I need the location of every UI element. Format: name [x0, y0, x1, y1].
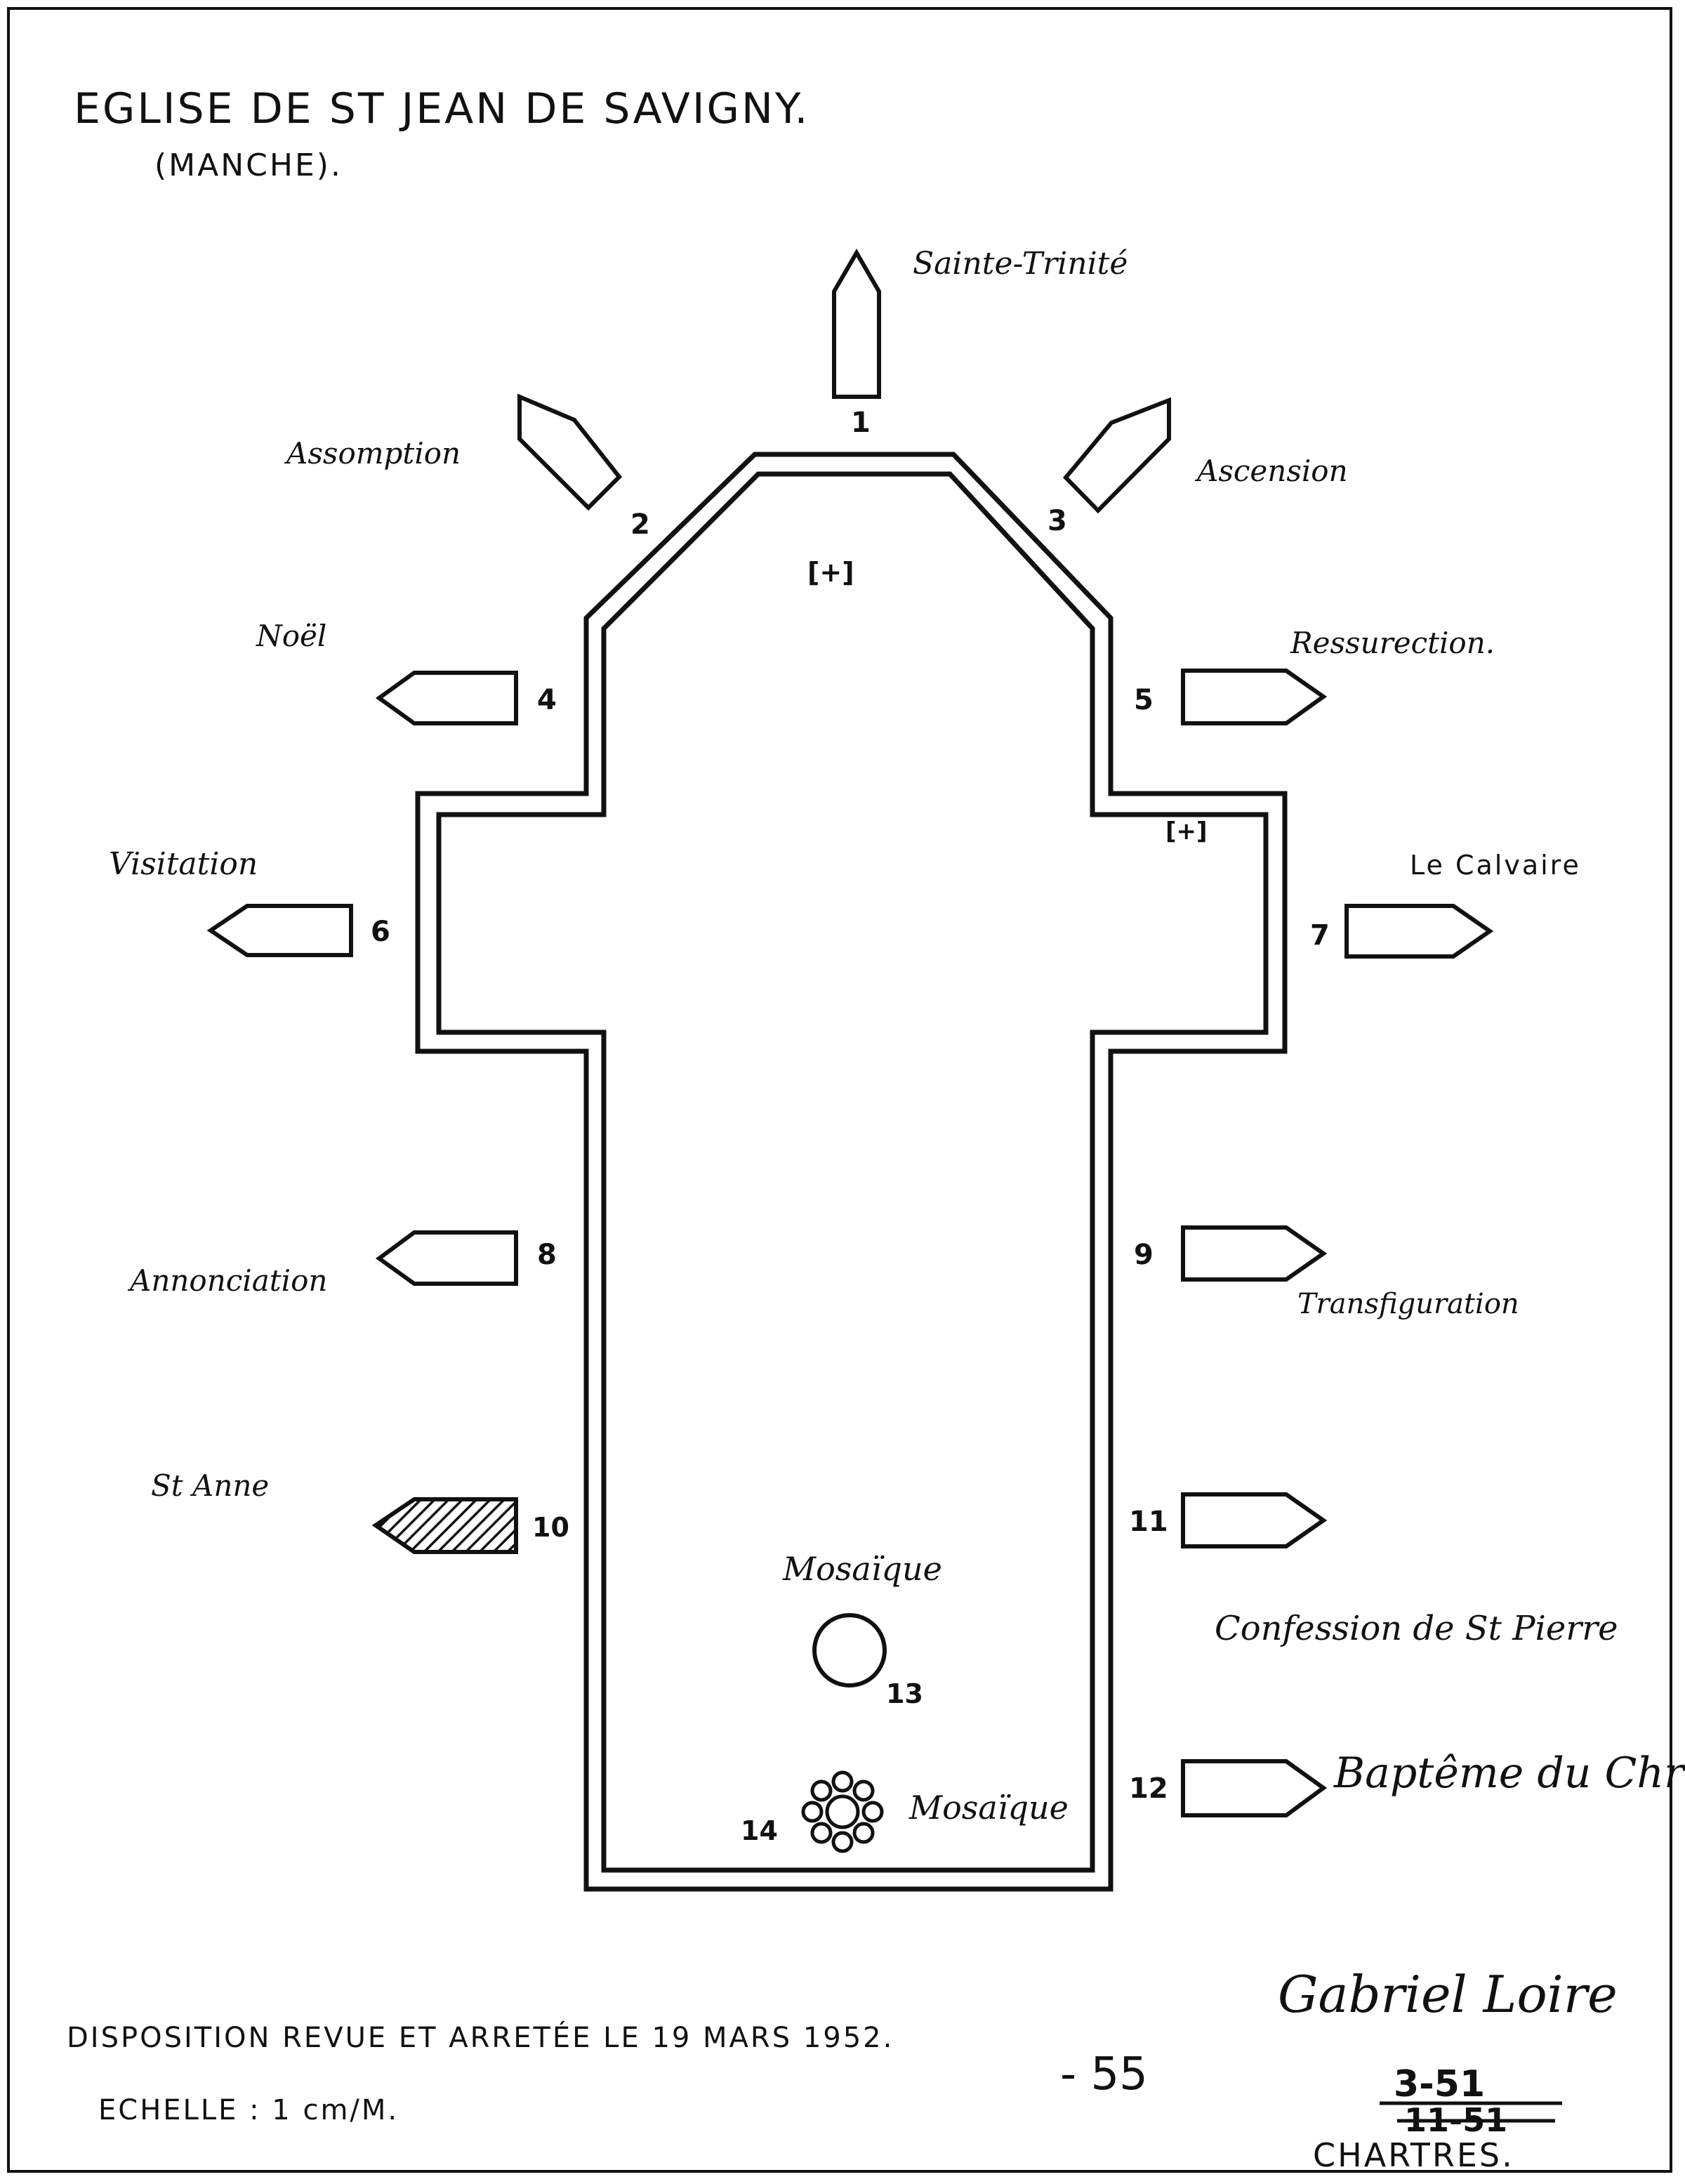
window-2-number: 2 — [630, 508, 650, 541]
footer-ref-top: 3-51 — [1394, 2063, 1485, 2105]
window-8: 8 Annonciation — [127, 1230, 557, 1298]
window-1-label: Sainte-Trinité — [913, 246, 1128, 282]
mosaic-13-circle — [812, 1613, 887, 1688]
window-6-label: Visitation — [109, 846, 258, 882]
mosaic-14 — [801, 1770, 884, 1853]
svg-text:[+]: [+] — [1165, 817, 1208, 846]
window-3-shape — [1062, 397, 1171, 514]
window-2-label: Assomption — [284, 436, 461, 471]
mosaic-14-number: 14 — [741, 1815, 778, 1846]
window-4-number: 4 — [537, 684, 557, 716]
footer-page-number: - 55 — [1060, 2048, 1148, 2100]
sheet-border — [7, 7, 1672, 2173]
mosaic-13: 13 Mosaïque — [782, 1550, 942, 1709]
mosaic-13-number: 13 — [886, 1678, 923, 1709]
window-5-number: 5 — [1134, 684, 1154, 716]
window-8-shape — [375, 1230, 518, 1286]
window-11-number: 11 — [1129, 1506, 1168, 1538]
footer-signature: Gabriel Loire — [1278, 1965, 1618, 2024]
window-10: 10 St Anne — [151, 1468, 569, 1554]
window-5: 5 Ressurection. — [1134, 626, 1495, 725]
window-8-number: 8 — [537, 1239, 557, 1271]
window-12: 12 Baptême du Christ — [1129, 1749, 1685, 1817]
mosaic-14-center — [825, 1794, 860, 1829]
title-line1: EGLISE DE ST JEAN DE SAVIGNY. — [74, 84, 810, 133]
mosaic-13-label: Mosaïque — [782, 1550, 942, 1588]
window-5-shape — [1181, 669, 1328, 725]
window-4-label: Noël — [256, 619, 326, 653]
window-1: 1 Sainte-Trinité — [832, 246, 1128, 439]
svg-text:[+]: [+] — [807, 557, 854, 588]
altar-mark-choir: [+] — [807, 557, 854, 588]
window-7: 7 Le Calvaire — [1310, 850, 1581, 959]
footer-city: CHARTRES. — [1313, 2136, 1514, 2174]
church-outline — [415, 452, 1288, 1892]
window-6-shape — [206, 904, 353, 957]
mosaic-14-label: Mosaïque — [908, 1789, 1069, 1827]
footer-disposition: DISPOSITION REVUE ET ARRETÉE LE 19 MARS … — [67, 2020, 894, 2054]
window-3-number: 3 — [1048, 505, 1067, 537]
window-10-label: St Anne — [151, 1468, 269, 1503]
window-2: 2 Assomption — [284, 393, 650, 541]
window-11: 11 Confession de St Pierre — [1129, 1492, 1618, 1648]
window-3-label: Ascension — [1194, 454, 1348, 488]
window-11-shape — [1181, 1492, 1328, 1548]
window-12-number: 12 — [1129, 1772, 1168, 1805]
window-9-shape — [1181, 1225, 1328, 1282]
window-6: 6 Visitation — [109, 846, 390, 957]
window-9-label: Transfiguration — [1297, 1288, 1519, 1320]
window-8-label: Annonciation — [127, 1263, 327, 1298]
title-line2: (MANCHE). — [154, 147, 343, 183]
altar-mark-transept: [+] — [1165, 817, 1208, 846]
window-12-shape — [1181, 1759, 1328, 1817]
window-4-shape — [375, 671, 518, 725]
window-9-number: 9 — [1134, 1239, 1154, 1271]
window-10-number: 10 — [532, 1512, 569, 1543]
window-11-label: Confession de St Pierre — [1215, 1609, 1618, 1648]
window-1-shape — [832, 249, 881, 399]
window-4: 4 Noël — [256, 619, 557, 725]
window-1-number: 1 — [851, 407, 871, 439]
window-9: 9 Transfiguration — [1134, 1225, 1519, 1320]
window-7-shape — [1344, 904, 1494, 959]
window-12-label: Baptême du Christ — [1333, 1749, 1685, 1798]
window-6-number: 6 — [371, 916, 390, 948]
footer-scale: ECHELLE : 1 cm/M. — [98, 2094, 399, 2126]
window-3: 3 Ascension — [1048, 397, 1348, 537]
window-5-label: Ressurection. — [1290, 626, 1495, 660]
window-10-shape — [371, 1497, 518, 1554]
window-2-shape — [517, 393, 623, 511]
window-7-label: Le Calvaire — [1410, 850, 1581, 881]
window-7-number: 7 — [1310, 919, 1330, 952]
